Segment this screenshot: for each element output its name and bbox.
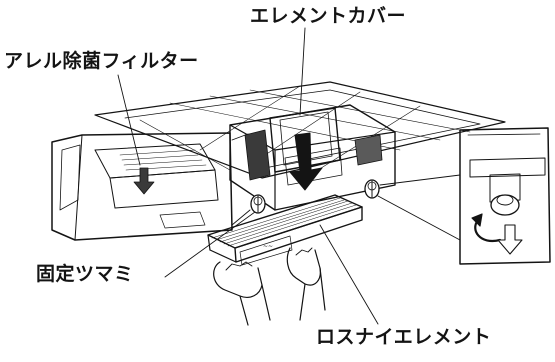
leader-allergen-filter [117, 74, 141, 166]
inset-down-arrow-icon [133, 167, 155, 195]
leader-lossnay-element [319, 224, 379, 325]
lossnay-element-label: ロスナイエレメント [316, 326, 492, 348]
leader-element-cover [299, 27, 306, 116]
inset-open-down-arrow-icon [497, 224, 523, 255]
lossnay-element-tray: ~~ [207, 194, 363, 266]
fixing-knob-left [250, 194, 266, 214]
element-cover [269, 107, 341, 173]
allergen-filter-label: アレル除菌フィルター [4, 50, 199, 72]
svg-text:~~: ~~ [263, 243, 273, 250]
down-arrow-icon [289, 132, 323, 191]
element-cover-label: エレメントカバー [250, 5, 407, 27]
fixing-knob-label: 固定ツマミ [36, 263, 134, 285]
left-inset [51, 132, 233, 241]
leader-fixing-knob [164, 211, 256, 278]
leader-lines [117, 27, 379, 325]
unit-body [229, 104, 396, 211]
right-inset [459, 127, 551, 265]
hands [213, 247, 326, 326]
fixing-knob-right [364, 179, 380, 199]
